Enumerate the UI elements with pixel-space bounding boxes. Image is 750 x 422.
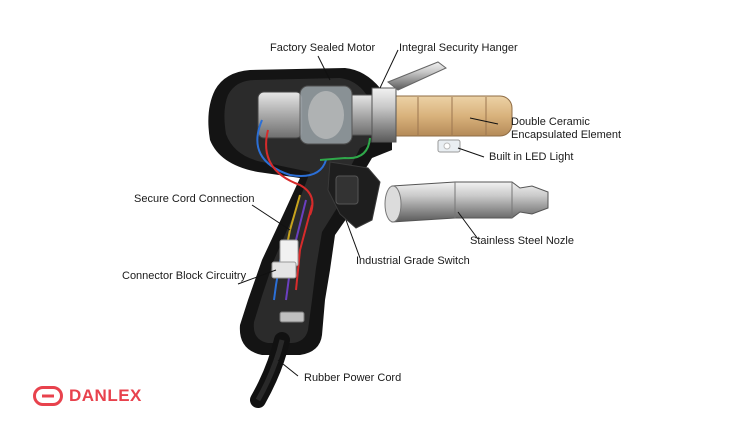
label-industrial-grade-switch: Industrial Grade Switch — [356, 255, 470, 267]
leader-industrial-grade-switch — [345, 219, 361, 259]
stainless-steel-nozzle — [384, 181, 549, 223]
danlex-logo-icon — [33, 386, 63, 406]
rubber-power-cord — [250, 332, 290, 408]
brand-name: DANLEX — [69, 386, 142, 405]
callout-leaders — [237, 49, 499, 377]
label-double-ceramic-encapsulated-element: Double Ceramic Encapsulated Element — [511, 116, 621, 142]
leader-secure-cord-connection — [251, 204, 291, 231]
label-stainless-steel-nozle: Stainless Steel Nozle — [470, 235, 574, 247]
trigger-switch — [327, 161, 381, 229]
leader-built-in-led-light — [457, 147, 485, 158]
label-factory-sealed-motor: Factory Sealed Motor — [270, 42, 376, 54]
label-built-in-led-light: Built in LED Light — [489, 151, 574, 163]
led-light — [437, 139, 461, 153]
ceramic-element — [371, 87, 513, 143]
label-integral-security-hanger: Integral Security Hanger — [399, 42, 518, 54]
security-hanger — [387, 61, 447, 91]
leader-rubber-power-cord — [277, 359, 299, 377]
danlex-logo: DANLEX — [33, 386, 142, 406]
leader-double-ceramic — [469, 117, 499, 125]
leader-stainless-steel-nozle — [457, 211, 479, 240]
label-connector-block-circuitry: Connector Block Circuitry — [122, 270, 247, 282]
connector-block — [271, 239, 305, 323]
label-secure-cord-connection: Secure Cord Connection — [134, 193, 255, 205]
motor-assembly — [257, 85, 383, 145]
leader-factory-sealed-motor — [317, 55, 331, 81]
label-double-ceramic-line2: Encapsulated Element — [511, 129, 622, 141]
label-double-ceramic-line1: Double Ceramic — [511, 116, 590, 128]
label-rubber-power-cord: Rubber Power Cord — [304, 372, 402, 384]
leader-integral-security-hanger — [379, 49, 399, 89]
leader-connector-block-circuitry — [237, 269, 277, 285]
